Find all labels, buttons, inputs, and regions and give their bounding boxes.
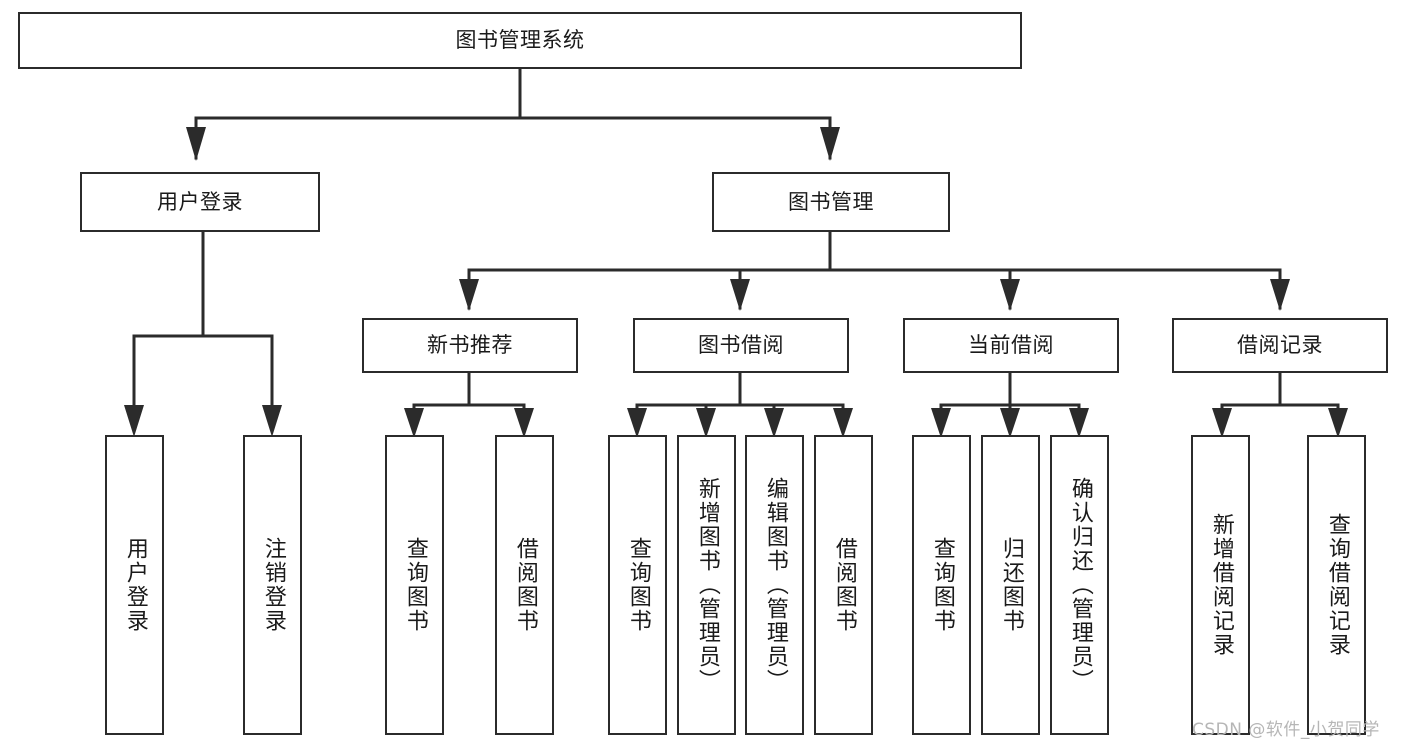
leaf-cb-confirm-return[interactable]: 确认归还（管理员） [1050,435,1109,735]
node-borrow-record[interactable]: 借阅记录 [1172,318,1388,373]
arrowheads [124,127,1348,438]
leaf-nb-borrow-book[interactable]: 借阅图书 [495,435,554,735]
leaf-bb-borrow-book-label: 借阅图书 [831,537,857,633]
node-root[interactable]: 图书管理系统 [18,12,1022,69]
leaf-nb-borrow-book-label: 借阅图书 [512,537,538,633]
node-root-label: 图书管理系统 [455,28,585,53]
node-book-management-label: 图书管理 [788,189,874,214]
leaf-cb-return-book[interactable]: 归还图书 [981,435,1040,735]
leaf-bb-query-book-label: 查询图书 [625,537,651,633]
leaf-logout[interactable]: 注销登录 [243,435,302,735]
leaf-bb-add-book-label: 新增图书（管理员） [694,477,720,693]
leaf-logout-label: 注销登录 [260,537,286,633]
leaf-bb-edit-book-label: 编辑图书（管理员） [762,477,788,693]
leaf-user-login-label: 用户登录 [122,537,148,633]
leaf-bb-borrow-book[interactable]: 借阅图书 [814,435,873,735]
leaf-bb-edit-book[interactable]: 编辑图书（管理员） [745,435,804,735]
leaf-cb-return-book-label: 归还图书 [998,537,1024,633]
watermark-text: CSDN @软件_小贺同学 [1192,720,1380,740]
leaf-user-login[interactable]: 用户登录 [105,435,164,735]
node-new-book-recommend-label: 新书推荐 [427,333,513,358]
node-book-borrow[interactable]: 图书借阅 [633,318,849,373]
node-book-borrow-label: 图书借阅 [698,333,784,358]
leaf-br-add-record[interactable]: 新增借阅记录 [1191,435,1250,735]
leaf-cb-query-book[interactable]: 查询图书 [912,435,971,735]
leaf-br-query-record[interactable]: 查询借阅记录 [1307,435,1366,735]
leaf-br-add-record-label: 新增借阅记录 [1208,513,1234,657]
node-current-borrow[interactable]: 当前借阅 [903,318,1119,373]
leaf-cb-query-book-label: 查询图书 [929,537,955,633]
node-user-login-label: 用户登录 [157,189,243,214]
node-current-borrow-label: 当前借阅 [968,333,1054,358]
leaf-cb-confirm-return-label: 确认归还（管理员） [1067,477,1093,693]
leaf-nb-query-book[interactable]: 查询图书 [385,435,444,735]
node-new-book-recommend[interactable]: 新书推荐 [362,318,578,373]
leaf-bb-add-book[interactable]: 新增图书（管理员） [677,435,736,735]
leaf-bb-query-book[interactable]: 查询图书 [608,435,667,735]
leaf-nb-query-book-label: 查询图书 [402,537,428,633]
node-user-login[interactable]: 用户登录 [80,172,320,232]
node-book-management[interactable]: 图书管理 [712,172,950,232]
node-borrow-record-label: 借阅记录 [1237,333,1323,358]
leaf-br-query-record-label: 查询借阅记录 [1324,513,1350,657]
